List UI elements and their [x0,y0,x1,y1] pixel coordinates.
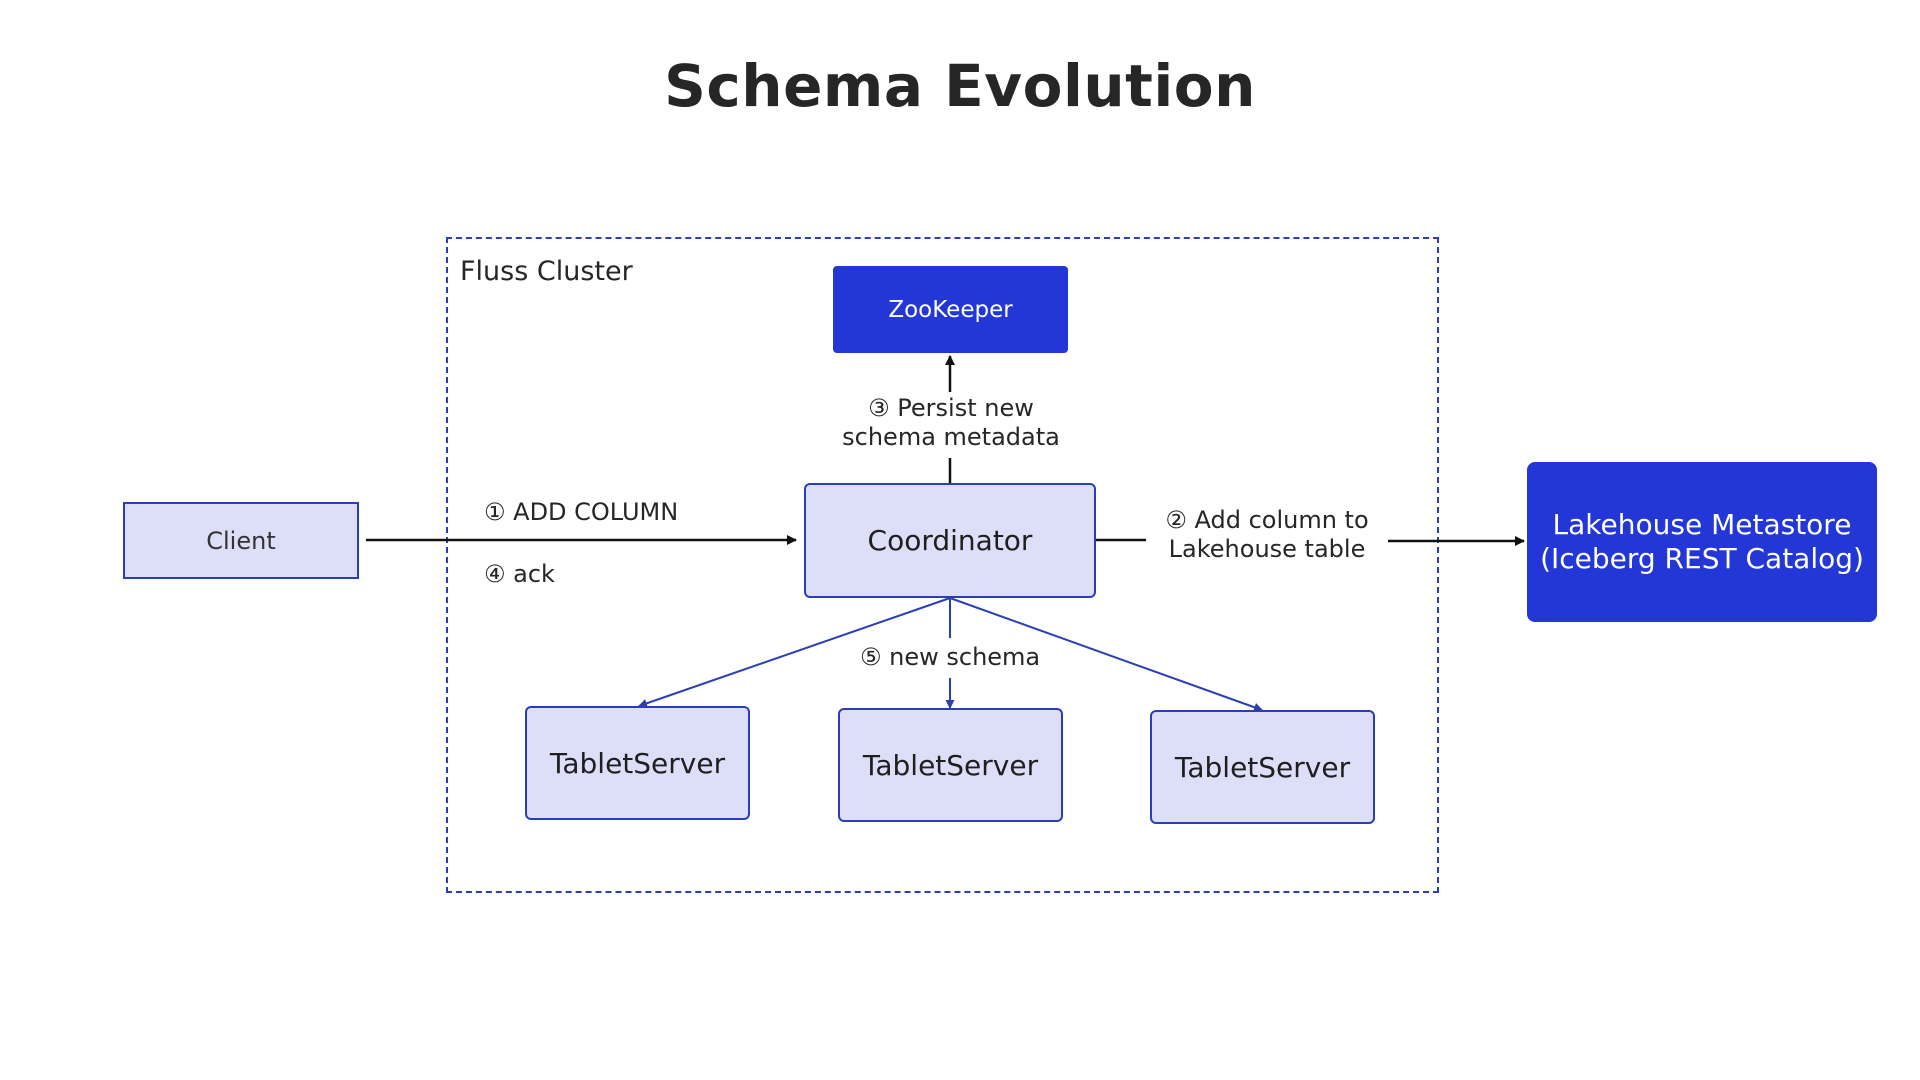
lake-label-line2: Lakehouse table [1168,535,1366,563]
coordinator-node: Coordinator [804,483,1096,598]
edge-label-add-column: ① ADD COLUMN [484,498,679,526]
tabletserver-node-1: TabletServer [525,706,750,820]
lakehouse-subtitle: (Iceberg REST Catalog) [1540,542,1864,575]
lakehouse-title: Lakehouse Metastore [1552,508,1852,541]
lakehouse-metastore-node: Lakehouse Metastore (Iceberg REST Catalo… [1527,462,1877,622]
lake-label-line1: ② Add column to [1165,506,1369,534]
zookeeper-node: ZooKeeper [833,266,1068,353]
edge-coordinator-to-tabletserver-3 [949,597,1263,712]
persist-label-line1: ③ Persist new [868,394,1034,422]
fluss-cluster-boundary [446,237,1439,893]
client-node: Client [123,502,359,579]
edge-label-new-schema: ⑤ new schema [860,643,1041,671]
edge-label-lakehouse: ② Add column to Lakehouse table [1148,506,1386,564]
page-title: Schema Evolution [664,52,1256,120]
edge-coordinator-to-tabletserver-1 [638,597,951,708]
cluster-label: Fluss Cluster [460,256,633,287]
tabletserver-node-3: TabletServer [1150,710,1375,824]
persist-label-line2: schema metadata [842,423,1060,451]
edge-label-persist: ③ Persist new schema metadata [826,394,1076,452]
tabletserver-node-2: TabletServer [838,708,1063,822]
edge-label-ack: ④ ack [484,560,555,588]
